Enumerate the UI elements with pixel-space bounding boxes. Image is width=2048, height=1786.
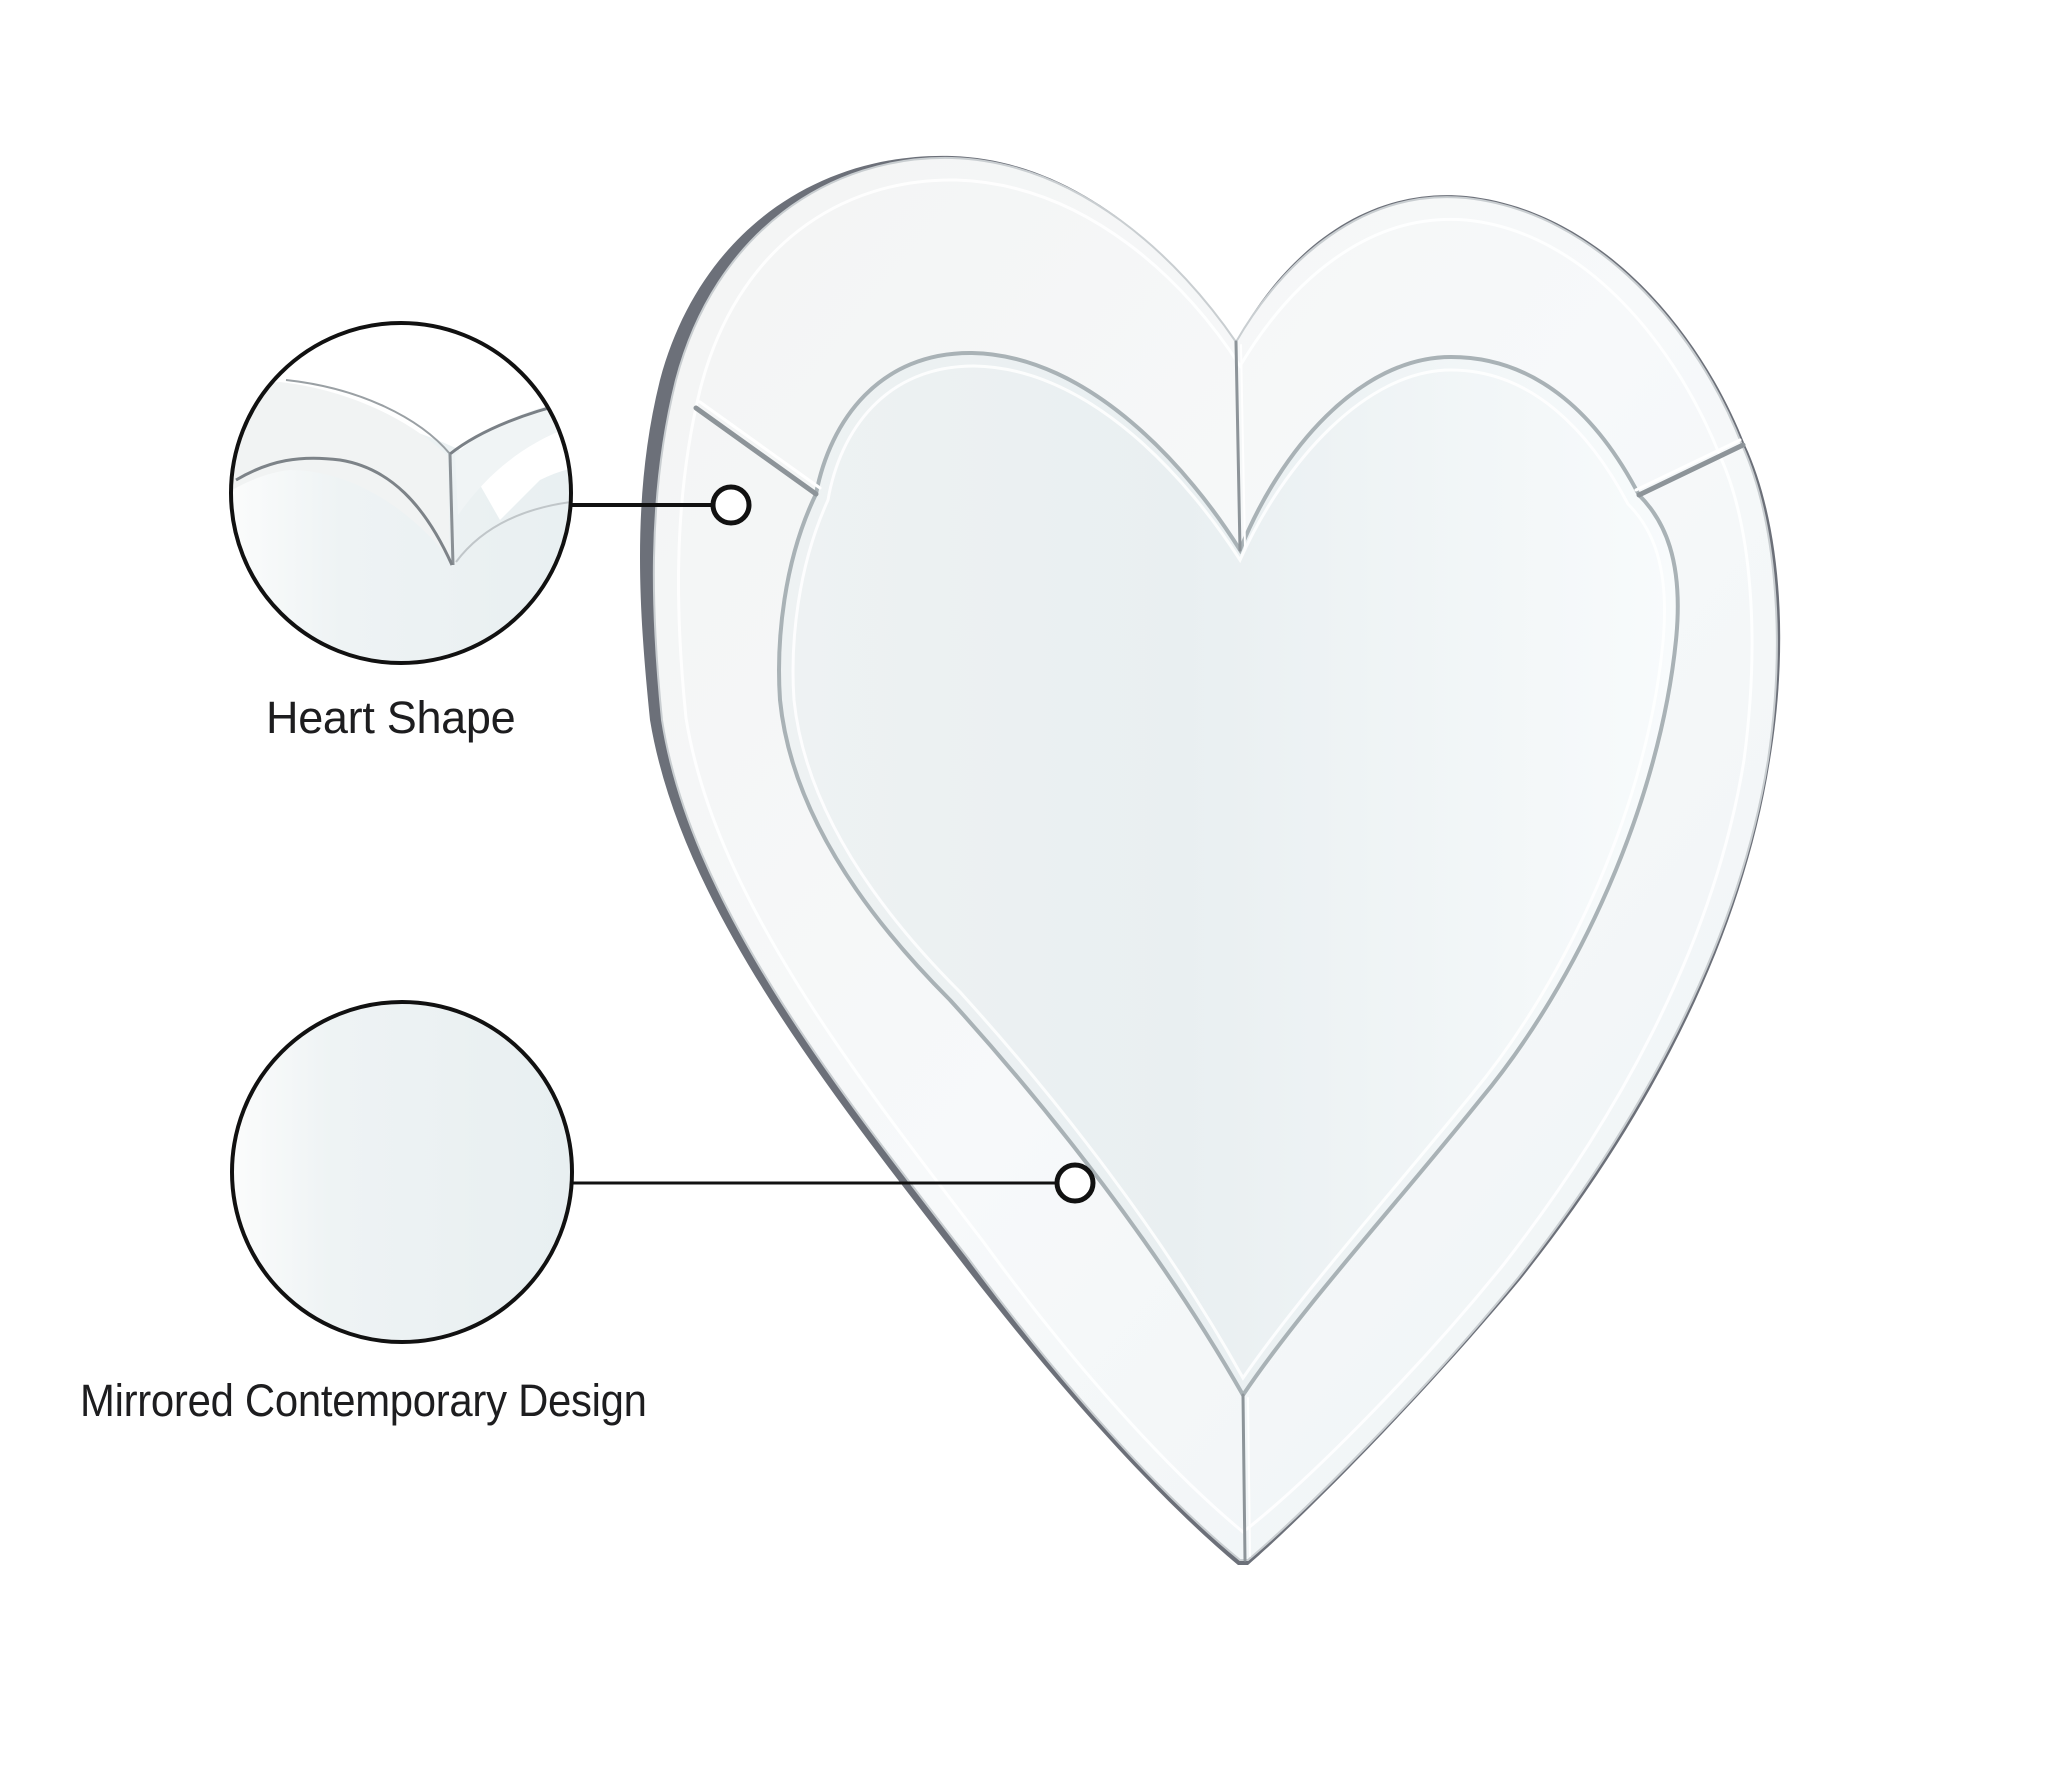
anchor-dot-mirrored-design bbox=[1054, 1162, 1096, 1204]
mirror-seams bbox=[693, 340, 1746, 1562]
callout-mirrored-design bbox=[230, 1000, 1096, 1344]
mirror-glass-detail-icon bbox=[234, 1004, 570, 1340]
anchor-dot-heart-shape bbox=[710, 484, 752, 526]
heart-notch-detail-icon bbox=[233, 325, 569, 661]
callout-label-heart-shape: Heart Shape bbox=[266, 692, 516, 743]
mirror-frame-bevel bbox=[677, 178, 1754, 1534]
mirror-glass-bevel bbox=[791, 364, 1667, 1381]
callout-label-mirrored-design: Mirrored Contemporary Design bbox=[80, 1375, 647, 1426]
